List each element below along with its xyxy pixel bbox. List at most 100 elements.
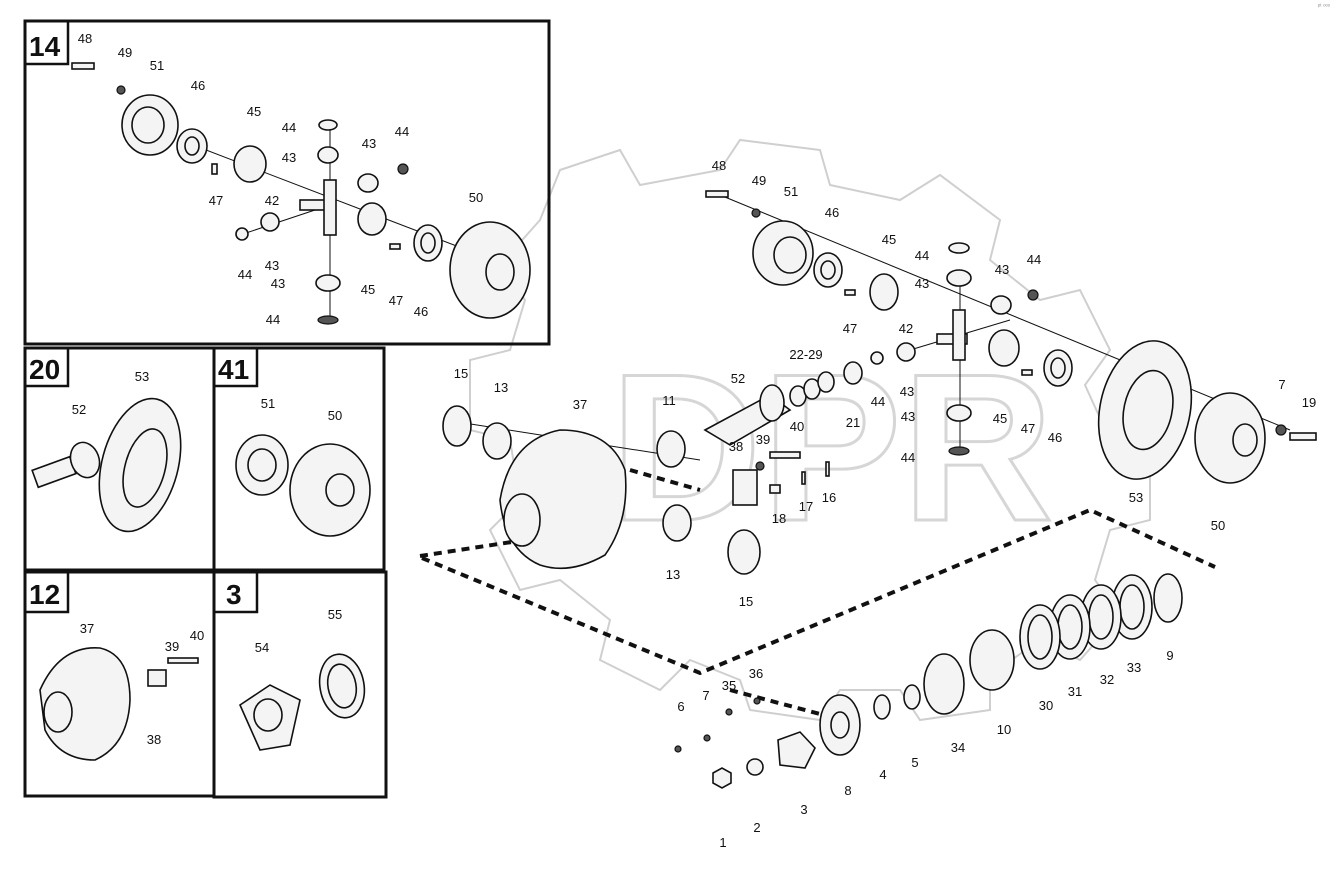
- seal-11: [656, 430, 686, 468]
- part-callout-number: 47: [843, 321, 857, 336]
- main-assembly: 48 49 51 46 45 44 43 43 44 42 47 45 43 4…: [419, 158, 1317, 850]
- part-callout-number: 50: [1211, 518, 1225, 533]
- bearing-9: [1153, 573, 1183, 623]
- part-callout-number: 40: [790, 419, 804, 434]
- part-callout-number: 48: [712, 158, 726, 173]
- bolt-48: [705, 190, 729, 198]
- part-callout-number: 54: [255, 640, 269, 655]
- part-callout-number: 5: [911, 755, 918, 770]
- part-callout-number: 19: [1302, 395, 1316, 410]
- part-callout-number: 47: [1021, 421, 1035, 436]
- part-callout-number: 30: [1039, 698, 1053, 713]
- bearing-cap-38: [732, 469, 758, 506]
- flange-3: [777, 731, 816, 769]
- bolt-35: [725, 708, 733, 716]
- washer-44: [317, 315, 339, 325]
- part-callout-number: 38: [147, 732, 161, 747]
- part-callout-number: 45: [361, 282, 375, 297]
- axle-housing-37: [39, 647, 131, 761]
- part-callout-number: 43: [995, 262, 1009, 277]
- pin-17: [801, 471, 806, 485]
- bolt-40: [769, 451, 801, 459]
- washer-7: [1275, 424, 1287, 436]
- part-callout-number: 42: [265, 193, 279, 208]
- box-number: 20: [29, 354, 60, 385]
- box-number: 41: [218, 354, 249, 385]
- part-callout-number: 38: [729, 439, 743, 454]
- part-callout-number: 46: [825, 205, 839, 220]
- part-callout-number: 52: [72, 402, 86, 417]
- part-callout-number: 1: [719, 835, 726, 850]
- part-callout-number: 2: [753, 820, 760, 835]
- part-callout-number: 48: [78, 31, 92, 46]
- pin-16: [825, 461, 830, 477]
- part-callout-number: 9: [1166, 648, 1173, 663]
- inset-41: 41 51 50: [212, 346, 386, 572]
- diff-case-half-50: [1194, 392, 1266, 484]
- part-callout-number: 43: [282, 150, 296, 165]
- washer-44: [870, 351, 884, 365]
- part-callout-number: 18: [772, 511, 786, 526]
- part-callout-number: 44: [901, 450, 915, 465]
- side-gear-45: [988, 329, 1020, 367]
- part-callout-number: 43: [901, 409, 915, 424]
- part-callout-number: 21: [846, 415, 860, 430]
- washer-44: [948, 242, 970, 254]
- part-callout-number: 42: [899, 321, 913, 336]
- box-number: 12: [29, 579, 60, 610]
- part-callout-number: 46: [191, 78, 205, 93]
- pinion-43: [946, 269, 972, 287]
- part-callout-number: 47: [389, 293, 403, 308]
- pinion-43: [990, 295, 1012, 315]
- part-callout-number: 46: [1048, 430, 1062, 445]
- part-callout-number: 15: [739, 594, 753, 609]
- part-callout-number: 44: [1027, 252, 1041, 267]
- part-callout-number: 15: [454, 366, 468, 381]
- washer-44: [318, 119, 338, 131]
- part-callout-number: 7: [1278, 377, 1285, 392]
- part-callout-number: 35: [722, 678, 736, 693]
- part-callout-number: 13: [494, 380, 508, 395]
- part-callout-number: 32: [1100, 672, 1114, 687]
- pin-47: [211, 163, 218, 175]
- washer-44: [948, 446, 970, 456]
- washer-2: [746, 758, 764, 776]
- side-gear-45: [233, 145, 267, 183]
- part-callout-number: 43: [271, 276, 285, 291]
- part-callout-number: 55: [328, 607, 342, 622]
- bearing-13: [482, 422, 512, 460]
- callouts-main: 48 49 51 46 45 44 43 43 44 42 47 45 43 4…: [454, 158, 1316, 850]
- lock-18: [769, 484, 781, 494]
- pinion-43: [896, 342, 916, 362]
- part-callout-number: 52: [731, 371, 745, 386]
- box-number: 14: [29, 31, 61, 62]
- inset-14: 14 48 49 51 46 45 44: [23, 19, 551, 346]
- part-callout-number: 39: [165, 639, 179, 654]
- pinion-43: [946, 404, 972, 422]
- part-callout-number: 47: [209, 193, 223, 208]
- part-callout-number: 11: [662, 393, 676, 408]
- part-callout-number: 3: [800, 802, 807, 817]
- callouts-14: 48 49 51 46 45 44 43 43 44 47 42 50 44 4…: [78, 31, 483, 327]
- pinion-43: [260, 212, 280, 232]
- washer-44: [235, 227, 249, 241]
- part-callout-number: 53: [135, 369, 149, 384]
- part-callout-number: 37: [80, 621, 94, 636]
- pinion-43: [315, 274, 341, 292]
- part-callout-number: 53: [1129, 490, 1143, 505]
- inset-20: 20 53 52: [23, 346, 216, 572]
- part-callout-number: 44: [395, 124, 409, 139]
- pinion-43: [357, 173, 379, 193]
- pin-47: [389, 243, 401, 250]
- part-callout-number: 33: [1127, 660, 1141, 675]
- part-callout-number: 44: [282, 120, 296, 135]
- pin-47: [844, 289, 856, 296]
- corner-mark: ᵖᵗ ᵒᵒᵒ: [1317, 4, 1330, 10]
- part-callout-number: 46: [414, 304, 428, 319]
- pin-47: [1021, 369, 1033, 376]
- inset-3: 3 55 54: [212, 570, 388, 799]
- part-callout-number: 44: [266, 312, 280, 327]
- part-callout-number: 44: [915, 248, 929, 263]
- washer-7: [703, 734, 711, 742]
- part-callout-number: 39: [756, 432, 770, 447]
